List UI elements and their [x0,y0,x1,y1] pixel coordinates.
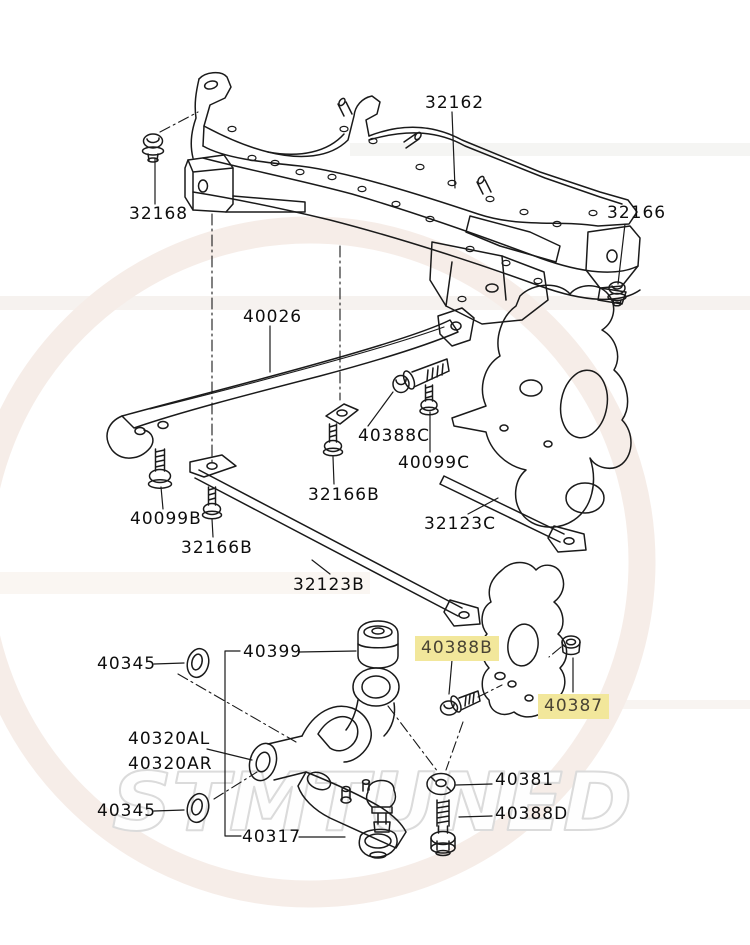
brace-32123C [439,475,587,553]
bolt-32166B-center [322,423,344,457]
part-label-40320AL: 40320AL [128,729,211,749]
bolt-40388B [439,690,481,716]
part-label-40388B-highlighted: 40388B [415,636,499,661]
bolt-32166B-left [201,486,223,520]
part-label-32162: 32162 [425,93,485,113]
washer-40381 [426,772,456,796]
part-label-32123B: 32123B [293,575,365,595]
front-subframe-crossmember [184,71,641,325]
assembly-axis-lines [159,111,562,800]
ring-40345-upper [186,647,210,679]
bolt-40099C [419,384,439,416]
part-label-32166B-left: 32166B [181,538,253,558]
part-label-40345-upper: 40345 [97,654,157,674]
part-label-40099C: 40099C [398,453,470,473]
watermark-arc [0,216,656,908]
part-label-40099B: 40099B [130,509,202,529]
part-label-40026: 40026 [243,307,303,327]
part-label-40388D: 40388D [495,804,569,824]
ring-40345-lower [186,792,210,824]
steering-knuckle-upper [451,284,632,528]
bolt-40388C [392,358,450,394]
bolt-32166 [607,281,627,307]
bolt-40099B [147,448,173,489]
part-label-40317: 40317 [242,827,302,847]
ball-joint [358,779,398,859]
lower-control-arm [248,667,407,859]
part-label-32123C: 32123C [424,514,496,534]
bolt-32168 [141,133,165,163]
part-label-32166B-center: 32166B [308,485,380,505]
brace-32123B [189,454,481,627]
part-label-40381: 40381 [495,770,555,790]
part-label-40399: 40399 [243,642,303,662]
arm-rear-bushing [357,620,399,669]
part-label-40388C: 40388C [358,426,430,446]
part-label-32166: 32166 [607,203,667,223]
part-label-40387-highlighted: 40387 [538,694,610,719]
part-label-40320AR: 40320AR [128,754,213,774]
part-label-32168: 32168 [129,204,189,224]
leader-lines [153,111,626,838]
bolt-40388D [430,799,456,857]
bolt-hole-marks [227,125,598,303]
bar-mount-plate [325,403,359,425]
nut-40387 [561,635,581,656]
front-crossmember-bar [106,307,475,459]
part-label-40345-lower: 40345 [97,801,157,821]
